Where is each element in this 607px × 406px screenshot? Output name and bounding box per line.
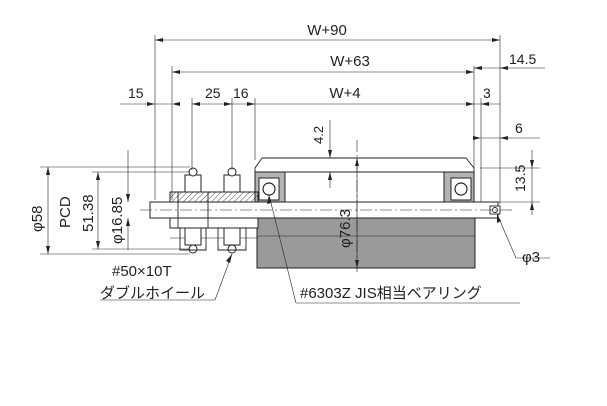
dim-13-5: 13.5 xyxy=(512,165,528,192)
bearing-label: #6303Z JIS相当ベアリング xyxy=(300,285,482,302)
dim-4-2: 4.2 xyxy=(311,126,326,144)
bearing-left xyxy=(258,177,280,201)
dimensions: W+90 W+63 14.5 15 25 16 W+4 3 xyxy=(29,22,550,268)
dim-16: 16 xyxy=(233,85,249,101)
dim-phi3: φ3 xyxy=(522,249,540,266)
roller-lagging xyxy=(254,157,475,173)
dim-25: 25 xyxy=(205,85,221,101)
dim-3: 3 xyxy=(483,85,491,101)
hub-sleeve xyxy=(169,191,259,203)
bearing-right xyxy=(450,177,472,201)
roller-assembly xyxy=(140,140,512,275)
dim-6: 6 xyxy=(515,120,523,136)
sprocket-type-label: ダブルホイール xyxy=(100,284,205,302)
dim-pcd: PCD xyxy=(57,196,74,228)
dim-w90: W+90 xyxy=(307,22,347,39)
sprocket-spec-label: #50×10T xyxy=(112,263,172,280)
dim-w4: W+4 xyxy=(329,85,360,102)
dim-14-5: 14.5 xyxy=(509,51,536,67)
dim-phi58: φ58 xyxy=(29,206,46,232)
dim-15: 15 xyxy=(128,85,144,101)
dim-phi76-3: φ76.3 xyxy=(337,209,354,248)
dim-phi16-85: φ16.85 xyxy=(109,197,126,244)
callouts: #50×10T ダブルホイール #6303Z JIS相当ベアリング xyxy=(100,194,520,304)
dim-51-38: 51.38 xyxy=(80,194,97,232)
double-sprocket xyxy=(177,167,247,254)
dim-w63: W+63 xyxy=(330,53,370,70)
